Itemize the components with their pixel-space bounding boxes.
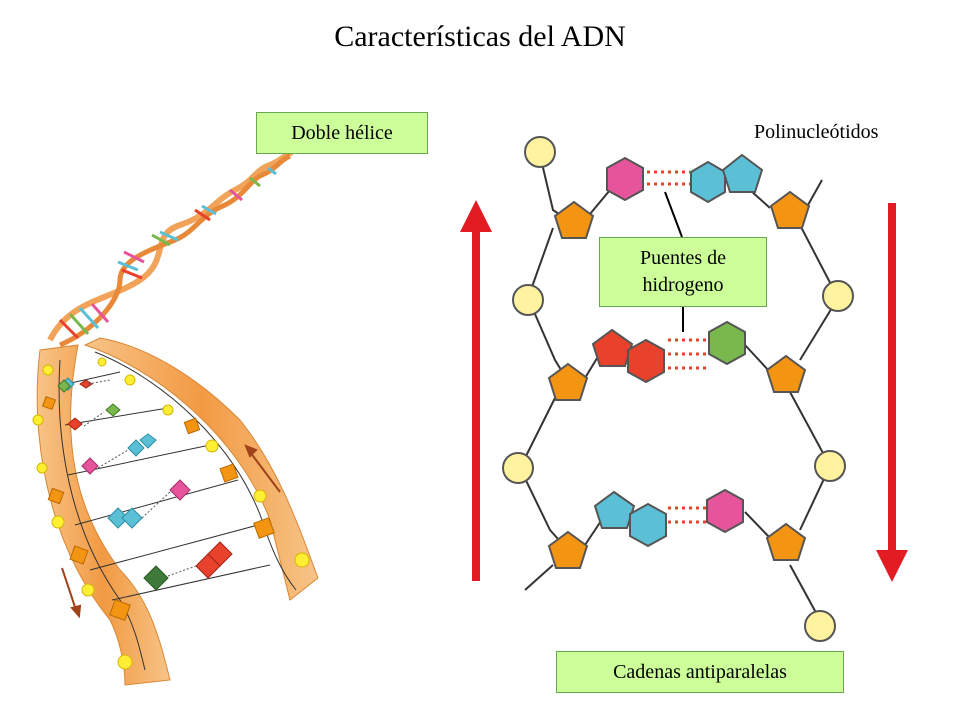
- double-helix-label: Doble hélice: [256, 112, 428, 154]
- sugar-groups: [547, 190, 811, 569]
- hydrogen-bonds-label: Puentes de hidrogeno: [599, 237, 767, 307]
- upper-helix: [47, 149, 294, 348]
- ribbon-bases: [57, 377, 233, 591]
- hydrogen-bonds-label-line2: hidrogeno: [642, 274, 724, 296]
- antiparallel-chains-label: Cadenas antiparalelas: [556, 651, 844, 693]
- arrow-up-shaft: [472, 226, 480, 581]
- ribbon-phosphates: [32, 357, 310, 670]
- hydrogen-bonds-label-line1: Puentes de: [639, 247, 727, 269]
- arrow-down-shaft: [888, 203, 896, 558]
- phosphate-groups: [502, 136, 854, 642]
- hydrogen-bonds: [647, 170, 708, 524]
- page-title: Características del ADN: [334, 20, 626, 53]
- base-pair-3: [593, 488, 744, 548]
- small-direction-arrows: [61, 444, 281, 619]
- polynucleotides-label: Polinucleótidos: [754, 121, 879, 143]
- callout-lines: [664, 191, 684, 332]
- base-pair-1: [606, 153, 764, 204]
- base-pair-2: [591, 320, 746, 384]
- arrow-down-head: [876, 550, 908, 582]
- antiparallel-arrows: [460, 200, 908, 582]
- lower-helix-ribbons: [36, 337, 319, 686]
- ribbon-sugars: [41, 395, 275, 621]
- arrow-up-head: [460, 200, 492, 232]
